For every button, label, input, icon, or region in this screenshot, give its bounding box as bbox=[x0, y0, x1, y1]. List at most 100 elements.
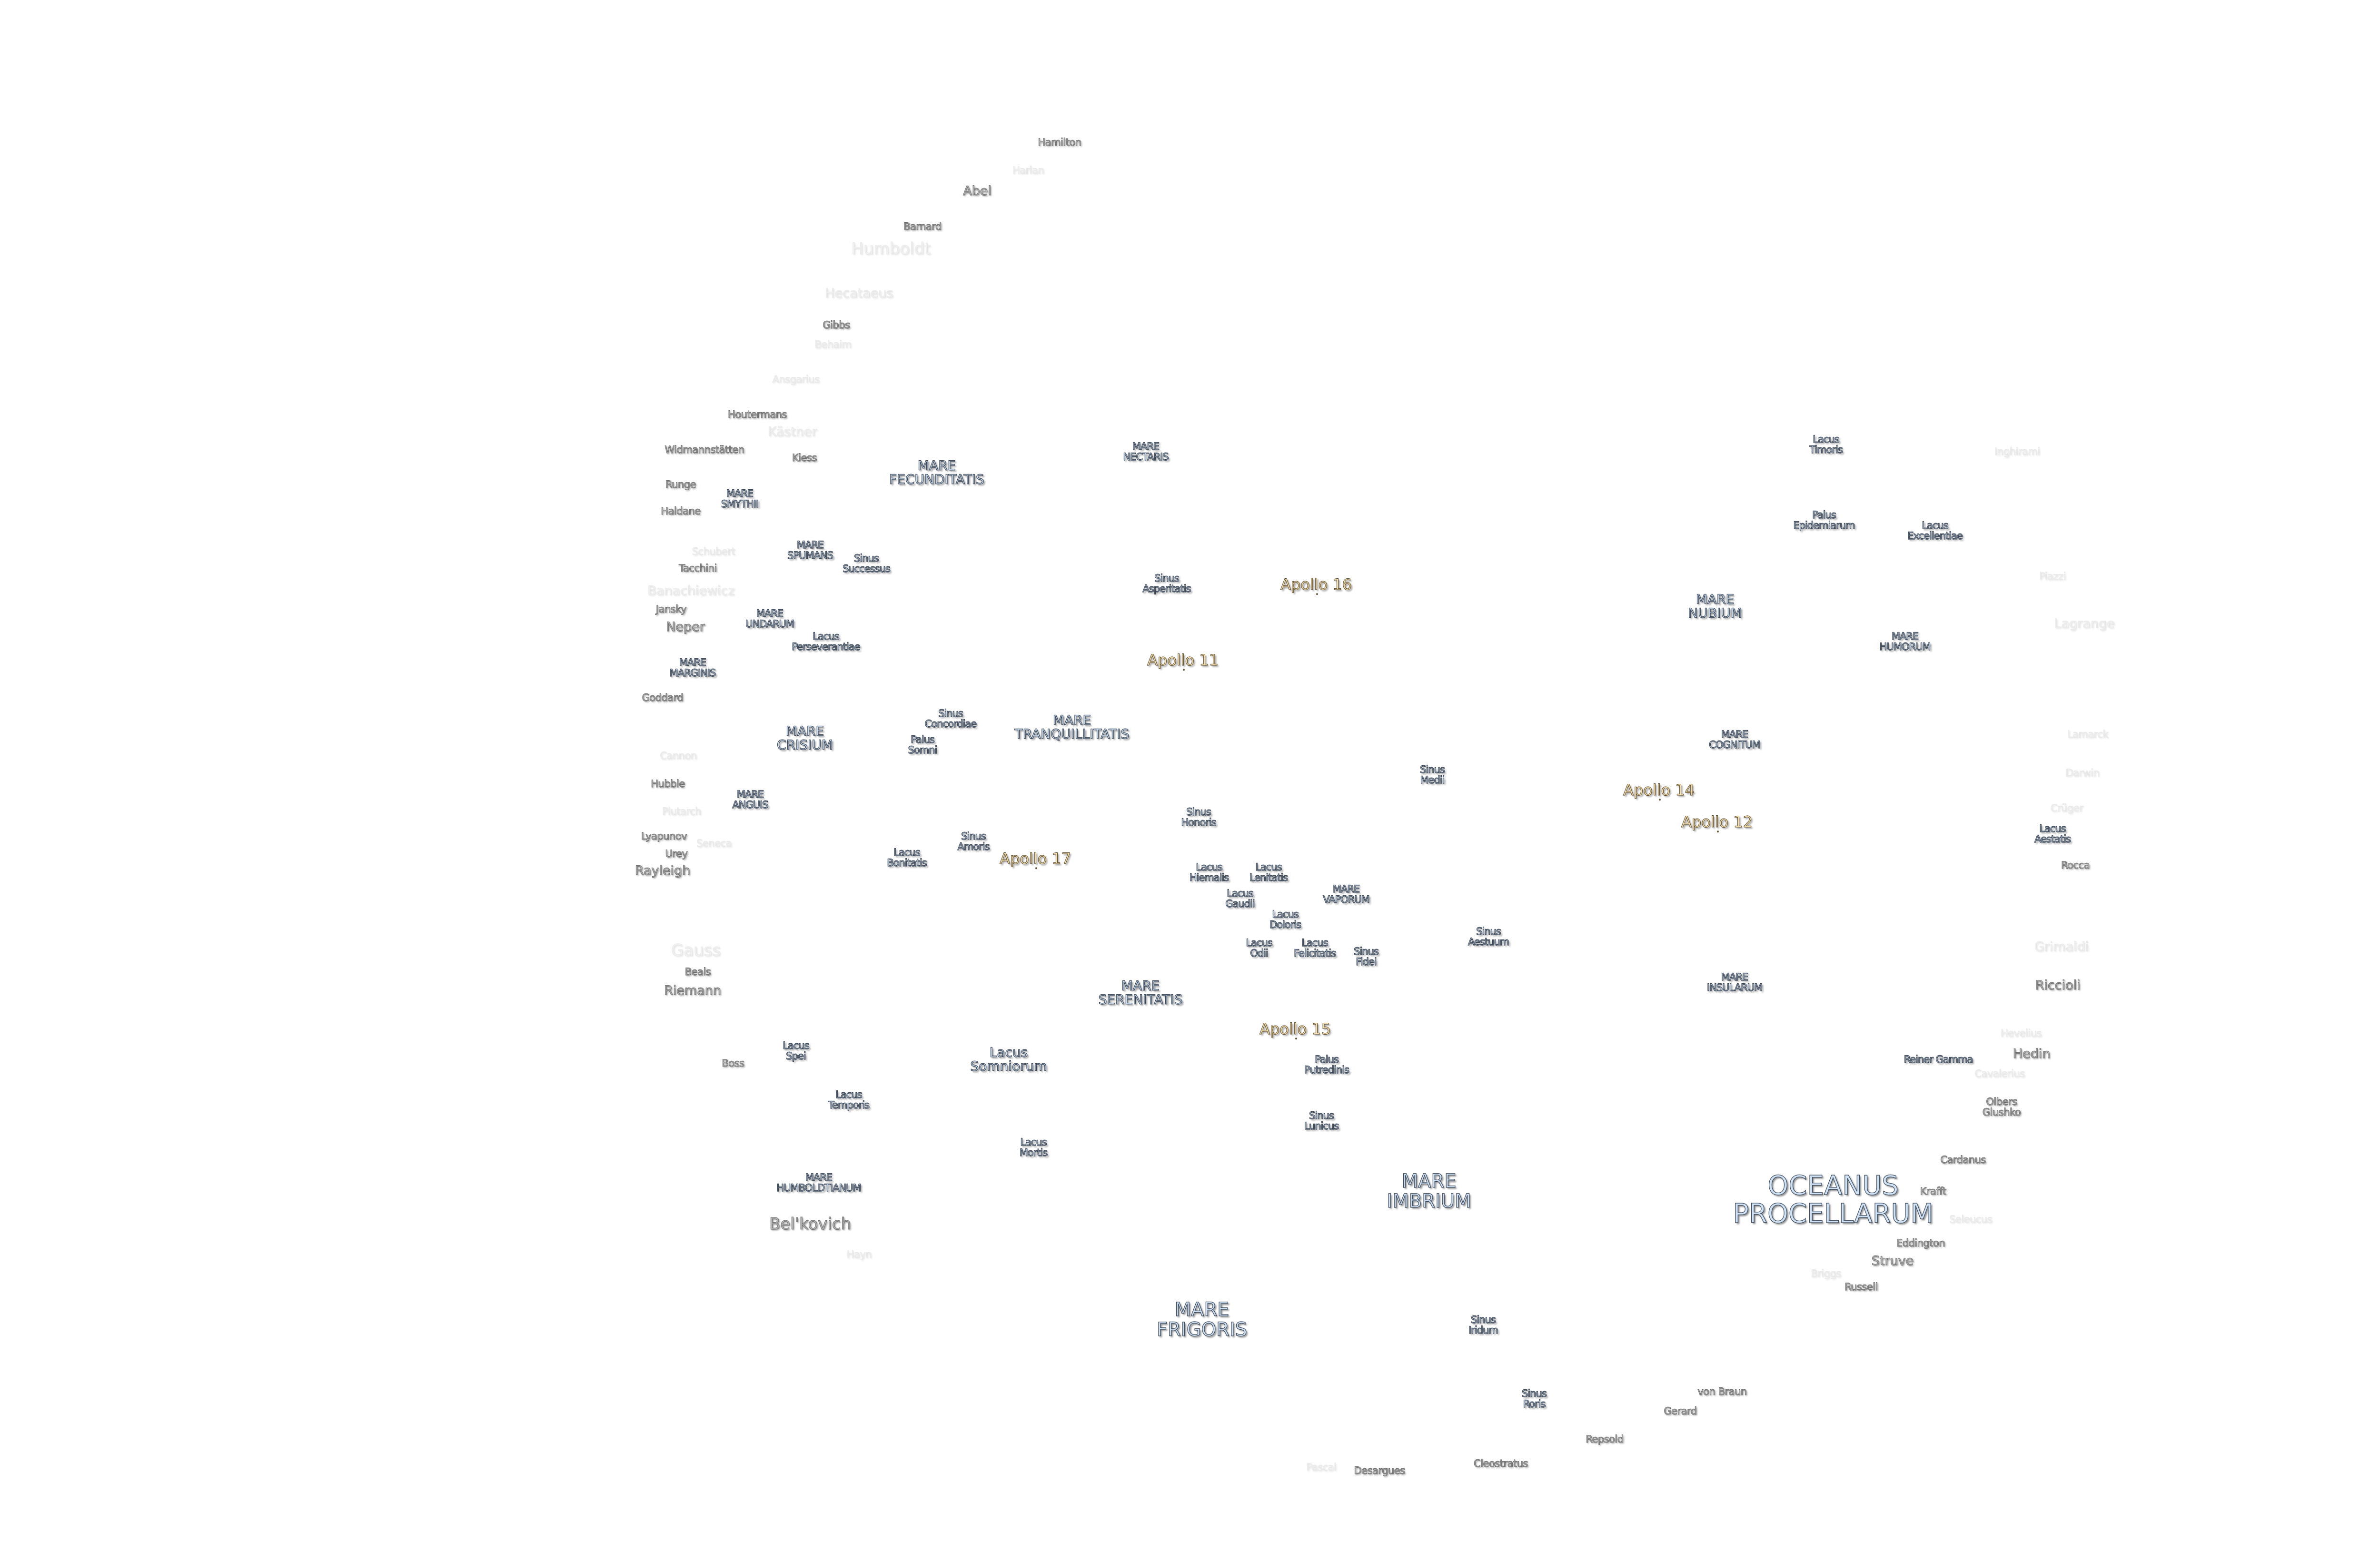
crater-label: Behaim bbox=[814, 338, 852, 350]
crater-label: Gerard bbox=[1664, 1405, 1697, 1417]
crater-label: Harlan bbox=[1012, 164, 1044, 176]
mare-feature-label: Sinus Concordiae bbox=[924, 707, 977, 730]
mare-feature-label: MARE IMBRIUM bbox=[1387, 1170, 1471, 1212]
mare-feature-label: Lacus Bonitatis bbox=[887, 846, 928, 869]
crater-label: Repsold bbox=[1586, 1433, 1624, 1445]
mare-feature-label: MARE SPUMANS bbox=[787, 539, 833, 561]
mare-feature-label: Lacus Felicitatis bbox=[1293, 937, 1336, 959]
mare-feature-label: MARE SERENITATIS bbox=[1098, 978, 1183, 1008]
mare-feature-label: Lacus Somniorum bbox=[970, 1044, 1048, 1074]
crater-label: Riccioli bbox=[2035, 978, 2081, 993]
crater-label: Piazzi bbox=[2039, 570, 2066, 582]
mare-feature-label: Sinus Fidei bbox=[1354, 945, 1379, 968]
crater-label: Abel bbox=[963, 183, 992, 198]
crater-label: Widmannstätten bbox=[664, 444, 745, 455]
crater-label: Cannon bbox=[660, 750, 697, 761]
mare-feature-label: Sinus Medii bbox=[1420, 763, 1446, 786]
crater-label: Seleucus bbox=[1949, 1213, 1993, 1225]
crater-label: Bel'kovich bbox=[769, 1215, 852, 1234]
mare-feature-label: MARE UNDARUM bbox=[745, 607, 795, 630]
mare-feature-label: MARE INSULARUM bbox=[1706, 971, 1763, 993]
crater-label: Cleostratus bbox=[1474, 1457, 1528, 1469]
crater-label: Hedin bbox=[2013, 1046, 2051, 1061]
mare-feature-label: Lacus Mortis bbox=[1019, 1136, 1048, 1158]
crater-label: Lamarck bbox=[2067, 728, 2109, 740]
mare-feature-label: MARE HUMORUM bbox=[1879, 630, 1931, 652]
crater-label: Plutarch bbox=[662, 805, 702, 817]
mare-feature-label: Lacus Timoris bbox=[1809, 433, 1844, 455]
crater-label: Rayleigh bbox=[635, 863, 691, 878]
mare-feature-label: Reiner Gamma bbox=[1904, 1053, 1973, 1065]
mare-feature-label: MARE NUBIUM bbox=[1688, 591, 1743, 621]
crater-label: Russell bbox=[1844, 1281, 1878, 1293]
mare-feature-label: Sinus Successus bbox=[843, 552, 891, 574]
crater-label: Kästner bbox=[768, 424, 817, 439]
crater-label: von Braun bbox=[1697, 1385, 1747, 1397]
mare-feature-label: Lacus Odii bbox=[1246, 937, 1273, 959]
crater-label: Houtermans bbox=[728, 408, 787, 420]
crater-label: Struve bbox=[1871, 1253, 1914, 1268]
mare-feature-label: Lacus Temporis bbox=[828, 1088, 870, 1111]
crater-label: Crüger bbox=[2050, 802, 2083, 814]
mare-feature-label: Sinus Honoris bbox=[1181, 806, 1217, 828]
crater-label: Cavalerius bbox=[1974, 1068, 2025, 1079]
crater-label: Banachiewicz bbox=[647, 583, 735, 598]
mare-feature-label: OCEANUS PROCELLARUM bbox=[1733, 1170, 1934, 1229]
mare-feature-label: MARE ANGUIS bbox=[732, 788, 769, 811]
mare-feature-label: Lacus Gaudii bbox=[1225, 887, 1256, 909]
crater-label: Cardanus bbox=[1940, 1154, 1986, 1166]
crater-label: Rocca bbox=[2061, 859, 2090, 871]
crater-label: Briggs bbox=[1811, 1267, 1842, 1279]
mare-feature-label: MARE FRIGORIS bbox=[1156, 1299, 1248, 1341]
mare-feature-label: Lacus Excellentiae bbox=[1907, 519, 1964, 542]
crater-label: Barnard bbox=[903, 220, 942, 232]
crater-label: Urey bbox=[665, 848, 688, 860]
apollo-site-label: Apollo 11 bbox=[1147, 651, 1219, 671]
crater-label: Runge bbox=[665, 478, 696, 490]
crater-label: Riemann bbox=[664, 983, 722, 998]
crater-label: Boss bbox=[722, 1057, 745, 1069]
mare-feature-label: Sinus Lunicus bbox=[1304, 1109, 1339, 1132]
crater-label: Krafft bbox=[1920, 1185, 1946, 1197]
crater-label: Schubert bbox=[692, 545, 735, 557]
mare-feature-label: Palus Epidemiarum bbox=[1793, 509, 1855, 531]
mare-feature-label: Lacus Perseverantiae bbox=[792, 630, 861, 652]
crater-label: Darwin bbox=[2065, 767, 2100, 779]
apollo-site-label: Apollo 16 bbox=[1280, 575, 1352, 595]
mare-feature-label: Lacus Hiemalis bbox=[1189, 861, 1230, 883]
mare-feature-label: Lacus Spei bbox=[783, 1039, 810, 1062]
apollo-site-label: Apollo 14 bbox=[1623, 781, 1695, 801]
mare-feature-label: MARE FECUNDITATIS bbox=[889, 457, 985, 487]
crater-label: Hubble bbox=[651, 778, 685, 790]
crater-label: Tacchini bbox=[679, 562, 717, 574]
mare-feature-label: Sinus Iridum bbox=[1468, 1314, 1499, 1336]
crater-label: Hecataeus bbox=[825, 286, 893, 301]
crater-label: Lagrange bbox=[2054, 616, 2115, 631]
crater-label: Kiess bbox=[792, 452, 817, 464]
crater-label: Beals bbox=[684, 966, 711, 978]
crater-label: Seneca bbox=[696, 837, 732, 849]
apollo-site-label: Apollo 17 bbox=[999, 850, 1071, 869]
mare-feature-label: Palus Somni bbox=[908, 733, 938, 756]
crater-label: Desargues bbox=[1354, 1464, 1406, 1476]
crater-label: Hevelius bbox=[2001, 1027, 2042, 1039]
crater-label: Olbers Glushko bbox=[1982, 1096, 2021, 1118]
mare-feature-label: MARE HUMBOLDTIANUM bbox=[776, 1171, 862, 1194]
crater-label: Haldane bbox=[661, 505, 701, 517]
mare-feature-label: Sinus Asperitatis bbox=[1142, 572, 1191, 594]
mare-feature-label: Sinus Roris bbox=[1522, 1387, 1547, 1410]
mare-feature-label: Palus Putredinis bbox=[1304, 1053, 1349, 1076]
mare-feature-label: Lacus Lenitatis bbox=[1249, 861, 1289, 883]
mare-feature-label: MARE TRANQUILLITATIS bbox=[1014, 712, 1130, 742]
mare-feature-label: MARE MARGINIS bbox=[669, 656, 716, 679]
crater-label: Jansky bbox=[655, 603, 687, 615]
mare-feature-label: Lacus Doloris bbox=[1269, 908, 1301, 930]
mare-feature-label: Sinus Amoris bbox=[957, 830, 990, 852]
mare-feature-label: MARE VAPORUM bbox=[1323, 883, 1370, 905]
apollo-site-label: Apollo 15 bbox=[1259, 1020, 1331, 1039]
crater-label: Ansgarius bbox=[772, 373, 820, 385]
mare-feature-label: MARE SMYTHII bbox=[721, 487, 759, 510]
mare-feature-label: MARE CRISIUM bbox=[776, 723, 833, 753]
crater-label: Hayn bbox=[846, 1248, 872, 1260]
crater-label: Grimaldi bbox=[2034, 939, 2089, 954]
